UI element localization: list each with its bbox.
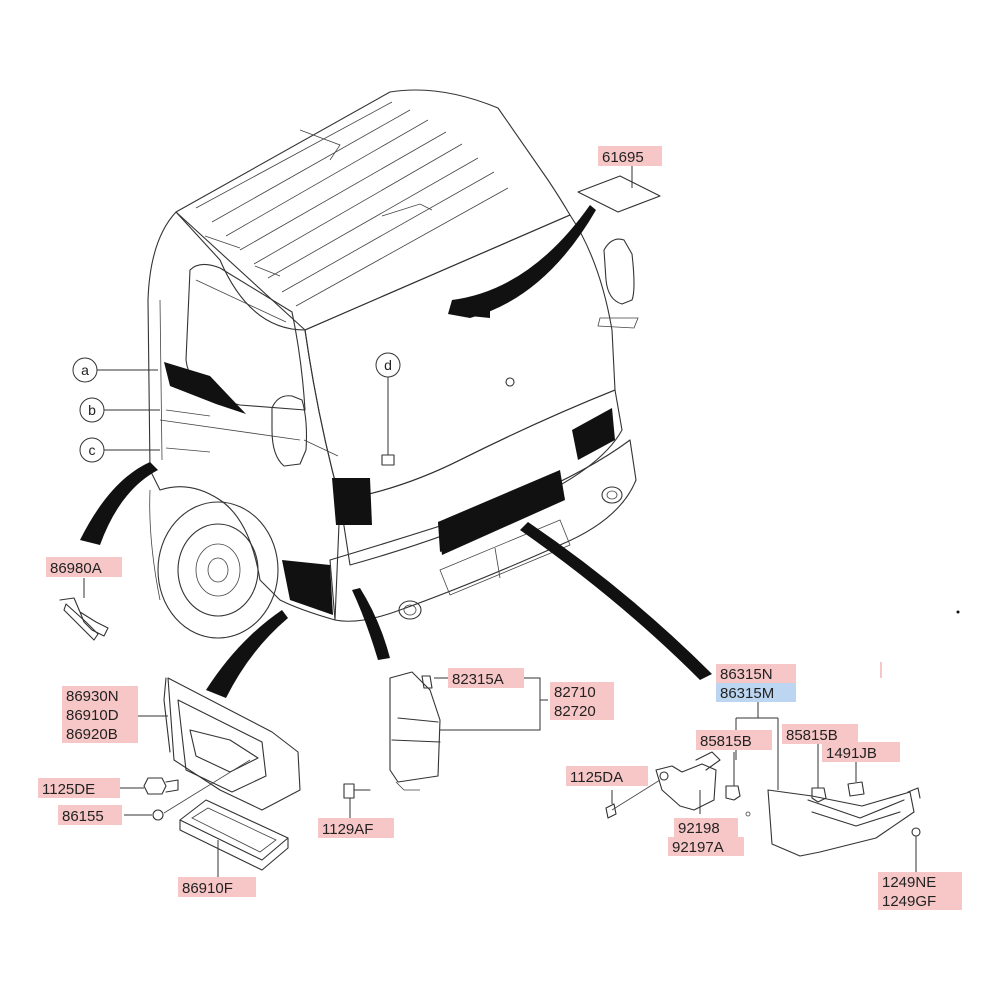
- label-82720[interactable]: 82720: [550, 701, 614, 720]
- part-bumper-bracket: [605, 751, 721, 819]
- callout-c[interactable]: c: [79, 437, 160, 463]
- label-82710[interactable]: 82710: [550, 682, 614, 701]
- label-85815B-right[interactable]: 85815B: [782, 724, 858, 744]
- svg-text:82720: 82720: [554, 703, 596, 720]
- svg-text:1125DE: 1125DE: [42, 781, 95, 798]
- part-86155-clip: [124, 759, 251, 821]
- label-82315A[interactable]: 82315A: [448, 668, 524, 688]
- svg-text:82315A: 82315A: [452, 671, 504, 688]
- callout-a-letter: a: [81, 362, 89, 378]
- label-86315M[interactable]: 86315M: [716, 683, 796, 702]
- svg-text:86910F: 86910F: [182, 880, 233, 897]
- svg-text:92197A: 92197A: [672, 839, 724, 856]
- svg-text:1249NE: 1249NE: [882, 874, 936, 891]
- label-92197A[interactable]: 92197A: [668, 837, 744, 856]
- svg-text:92198: 92198: [678, 820, 720, 837]
- svg-text:82710: 82710: [554, 684, 596, 701]
- callout-b-letter: b: [88, 402, 96, 418]
- svg-text:86980A: 86980A: [50, 560, 102, 577]
- part-mudflap: [389, 671, 441, 791]
- callout-d[interactable]: d: [375, 352, 401, 466]
- part-step-assembly: [138, 677, 301, 811]
- svg-text:86910D: 86910D: [66, 707, 119, 724]
- svg-text:85815B: 85815B: [786, 727, 838, 744]
- part-61695-sticker: [577, 165, 661, 213]
- speck-mark: [880, 662, 882, 678]
- label-1125DA[interactable]: 1125DA: [566, 766, 648, 786]
- callout-d-letter: d: [384, 357, 392, 373]
- svg-text:86315M: 86315M: [720, 685, 774, 702]
- label-86930N[interactable]: 86930N: [62, 686, 138, 705]
- label-92198[interactable]: 92198: [674, 818, 738, 837]
- part-1129AF-screw: [343, 783, 371, 818]
- speck: [956, 610, 960, 614]
- part-86910F-pad: [179, 799, 289, 878]
- svg-text:1125DA: 1125DA: [570, 769, 623, 786]
- label-85815B-left[interactable]: 85815B: [696, 730, 772, 750]
- label-86920B[interactable]: 86920B: [62, 724, 138, 743]
- part-86980A-bracket: [59, 578, 109, 641]
- part-corner-bumper: [767, 787, 921, 872]
- svg-text:86920B: 86920B: [66, 726, 118, 743]
- svg-text:85815B: 85815B: [700, 733, 752, 750]
- svg-text:1129AF: 1129AF: [322, 821, 373, 838]
- part-nuts: [725, 742, 865, 817]
- svg-text:86315N: 86315N: [720, 666, 773, 683]
- svg-text:86930N: 86930N: [66, 688, 119, 705]
- truck-cab-illustration: [147, 89, 639, 639]
- label-1249GF[interactable]: 1249GF: [878, 891, 962, 910]
- svg-text:61695: 61695: [602, 149, 644, 166]
- label-86910D[interactable]: 86910D: [62, 705, 138, 724]
- label-1249NE[interactable]: 1249NE: [878, 872, 962, 891]
- pointer-arrows: [80, 205, 712, 698]
- svg-text:1491JB: 1491JB: [826, 745, 877, 762]
- label-86155[interactable]: 86155: [58, 805, 122, 825]
- label-1125DE[interactable]: 1125DE: [38, 778, 120, 798]
- label-86980A[interactable]: 86980A: [46, 557, 122, 577]
- label-86910F[interactable]: 86910F: [178, 877, 256, 897]
- part-1125DE-bolt: [120, 777, 179, 795]
- label-1129AF[interactable]: 1129AF: [318, 818, 394, 838]
- callout-b[interactable]: b: [79, 397, 160, 423]
- callout-a[interactable]: a: [72, 357, 158, 383]
- label-61695[interactable]: 61695: [598, 146, 662, 166]
- svg-text:1249GF: 1249GF: [882, 893, 936, 910]
- label-1491JB[interactable]: 1491JB: [822, 742, 900, 762]
- callout-c-letter: c: [89, 442, 96, 458]
- part-labels: 61695 86980A 86315N 86315M 82315A 82710 …: [38, 146, 962, 910]
- label-86315N[interactable]: 86315N: [716, 664, 796, 683]
- svg-text:86155: 86155: [62, 808, 104, 825]
